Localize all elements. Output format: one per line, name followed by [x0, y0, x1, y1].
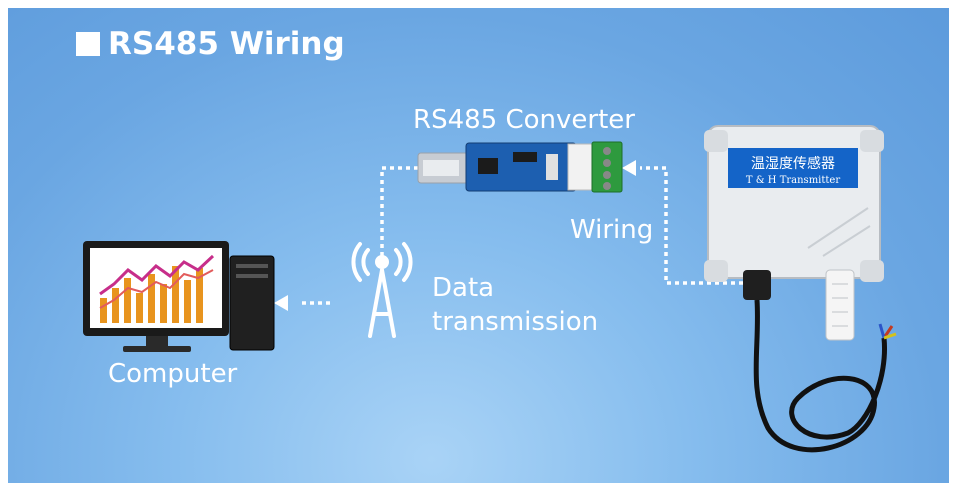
- data-transmission-label-line1: Data: [432, 273, 495, 303]
- converter-pin-labels: [567, 143, 593, 191]
- mount-ear: [704, 260, 728, 282]
- diagram-title: RS485 Wiring: [76, 26, 345, 62]
- monitor-base: [123, 346, 191, 352]
- terminal-screw: [603, 182, 611, 190]
- terminal-screw: [603, 171, 611, 179]
- terminal-screw: [603, 147, 611, 155]
- converter-chip-2: [513, 152, 537, 162]
- cable-gland: [743, 270, 771, 300]
- transmitter-english-label: T & H Transmitter: [746, 175, 840, 186]
- title-text: RS485 Wiring: [108, 26, 345, 62]
- diagram-graphics: 温湿度传感器 T & H Transmitter: [83, 125, 897, 453]
- diagram-stage: RS485 Wiring: [8, 8, 949, 483]
- wiring-label: Wiring: [570, 215, 654, 245]
- converter-chip: [478, 158, 498, 174]
- converter-switch: [546, 154, 558, 180]
- rs485-converter: [417, 141, 623, 193]
- sensor-cable: [753, 299, 888, 453]
- monitor-neck: [146, 336, 168, 348]
- wireless-tower-icon: [351, 242, 413, 338]
- usb-plug-inner: [423, 160, 459, 176]
- mount-ear: [860, 130, 884, 152]
- transmitter-chinese-label: 温湿度传感器: [751, 155, 835, 172]
- connection-lines: [298, 166, 743, 305]
- transmitter-label-plate: [728, 148, 858, 188]
- data-transmission-label-line2: transmission: [432, 307, 599, 337]
- arrowhead-to-converter-terminal: [622, 160, 636, 176]
- sensor-probe: [825, 269, 855, 341]
- th-transmitter: 温湿度传感器 T & H Transmitter: [704, 125, 897, 453]
- computer-label: Computer: [108, 359, 238, 389]
- line-tower-to-converter: [380, 166, 418, 256]
- computer-icon: [83, 241, 275, 352]
- pc-tower: [229, 255, 275, 351]
- terminal-screw: [603, 159, 611, 167]
- arrowhead-to-computer: [274, 295, 288, 311]
- mount-ear: [704, 130, 728, 152]
- converter-label: RS485 Converter: [413, 105, 635, 135]
- screen-chart: [99, 254, 215, 323]
- mount-ear: [860, 260, 884, 282]
- title-square-icon: [76, 32, 100, 56]
